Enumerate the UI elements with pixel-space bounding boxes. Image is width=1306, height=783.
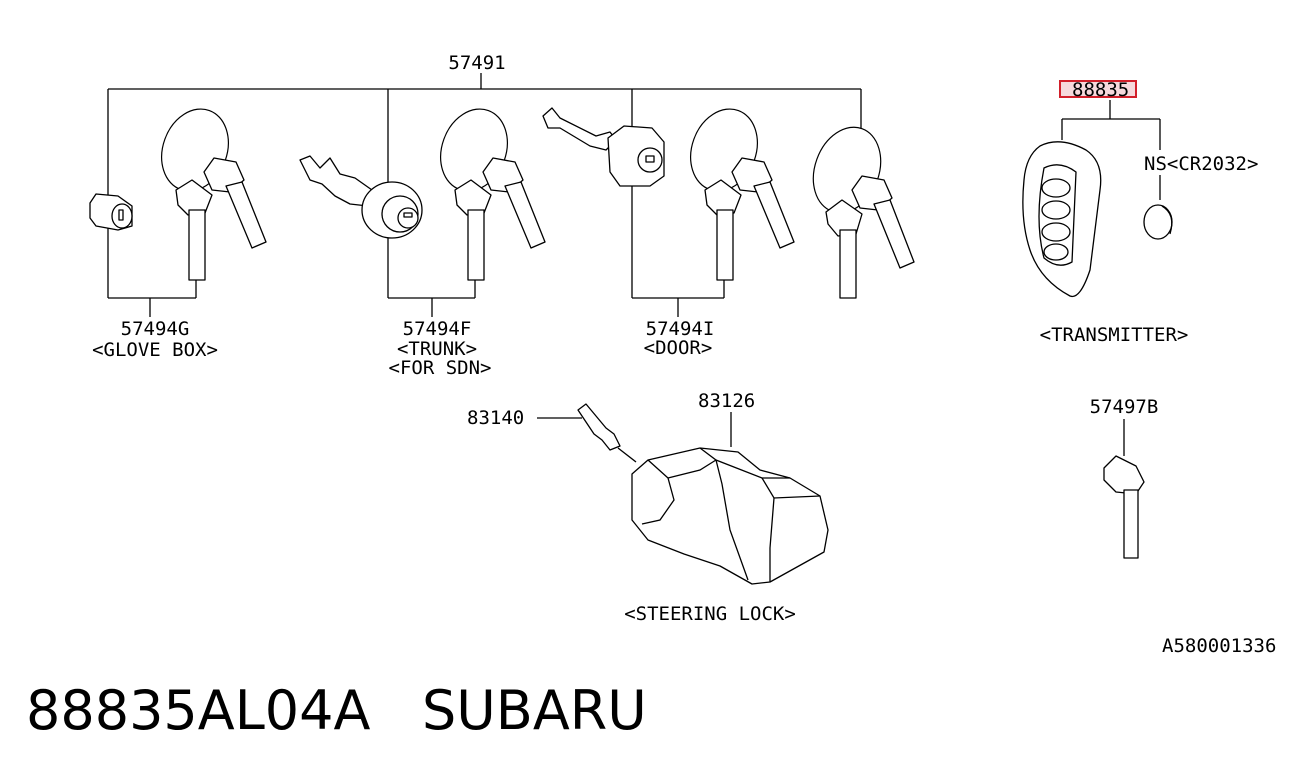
- label-88835: 88835: [1072, 79, 1129, 101]
- key-door-2: [731, 157, 795, 249]
- battery-cr2032: [1143, 204, 1173, 240]
- part-caption: 88835AL04A SUBARU: [26, 684, 647, 738]
- steering-lock-body: [631, 447, 829, 585]
- label-battery: NS<CR2032>: [1144, 153, 1258, 175]
- label-83126: 83126: [698, 390, 755, 412]
- transmitter-fob: [1022, 141, 1102, 298]
- trunk-lock-cylinder: [299, 155, 423, 239]
- glove-box-lock-cylinder: [89, 193, 133, 231]
- ignition-switch: [577, 403, 637, 463]
- label-transmitter: <TRANSMITTER>: [1040, 324, 1189, 346]
- blank-key: [1103, 455, 1145, 559]
- label-57494G: 57494G: [121, 318, 190, 340]
- label-steering-lock: <STEERING LOCK>: [624, 603, 796, 625]
- key-trunk-2: [482, 157, 546, 249]
- label-for-sdn: <FOR SDN>: [389, 357, 492, 379]
- transmitter-bracket: [1061, 100, 1161, 200]
- label-57491: 57491: [448, 52, 505, 74]
- label-57494I: 57494I: [646, 318, 715, 340]
- key-trunk-1: [440, 108, 508, 281]
- label-57494F: 57494F: [403, 318, 472, 340]
- caption-part-number: 88835AL04A: [26, 679, 371, 742]
- key-door-3: [812, 126, 915, 299]
- door-lock-cylinder: [542, 107, 665, 187]
- caption-brand: SUBARU: [421, 679, 647, 742]
- key-set-bracket: [107, 73, 862, 317]
- label-illustration-id: A580001336: [1162, 635, 1276, 657]
- label-door: <DOOR>: [644, 337, 713, 359]
- label-57497B: 57497B: [1090, 396, 1159, 418]
- key-glove-box-2: [203, 157, 267, 249]
- highlight-box: [1059, 80, 1137, 98]
- label-glove-box: <GLOVE BOX>: [92, 339, 218, 361]
- label-trunk: <TRUNK>: [397, 338, 477, 360]
- label-83140: 83140: [467, 407, 524, 429]
